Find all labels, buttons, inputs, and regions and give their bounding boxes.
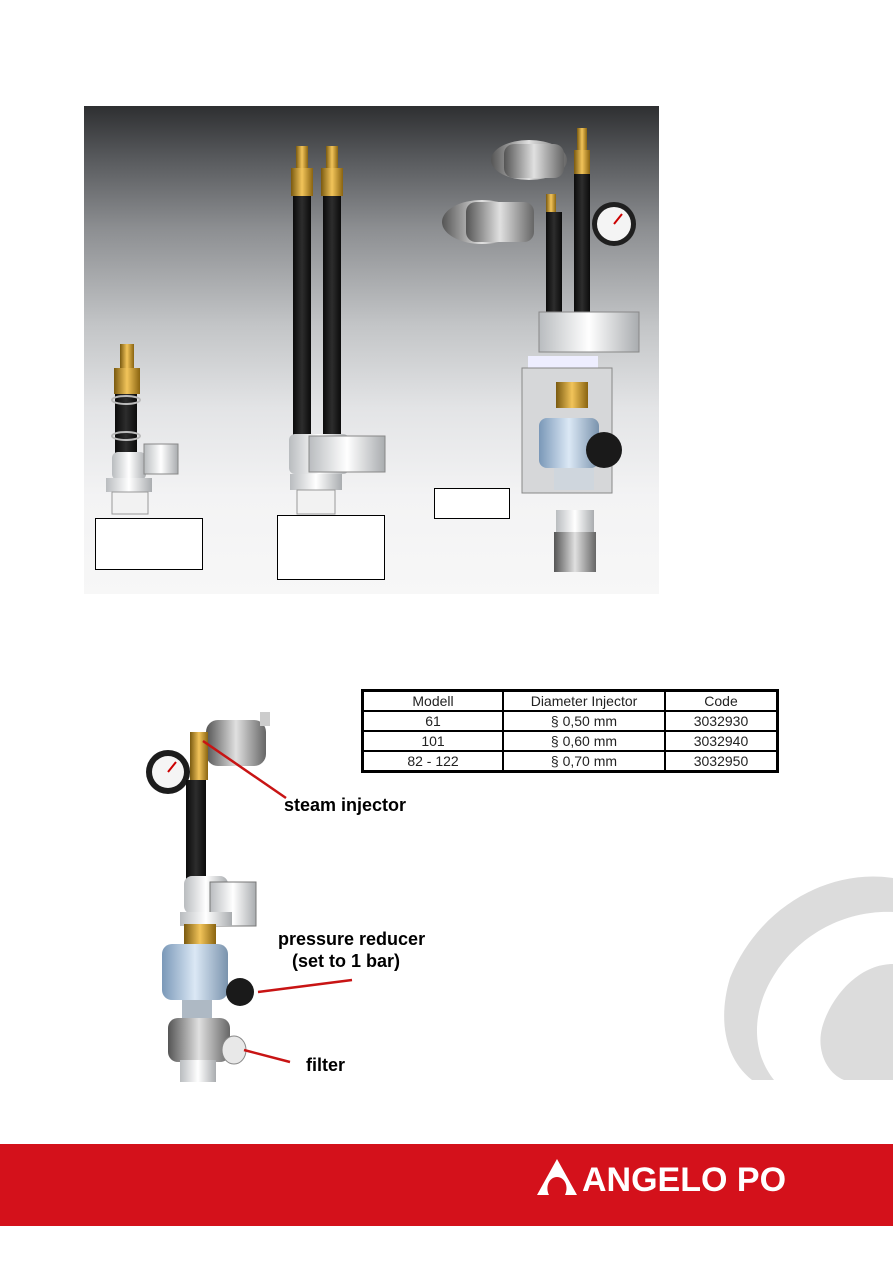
kit-label-box-3 [434,488,510,519]
brand-watermark-logo [724,876,893,1080]
steam-solenoid [206,720,266,766]
pointer-filter [243,1048,291,1064]
steam-injector-part [190,732,208,780]
pointer-steam-injector [202,739,287,800]
callout-pressure-reducer: pressure reducer [278,929,426,949]
assembly-diagram [146,712,353,1082]
table-cell: 82 - 122 [361,750,504,773]
table-cell: § 0,50 mm [502,710,666,732]
table-cell: 3032950 [664,750,779,773]
table-row: 101 § 0,60 mm 3032940 [361,730,779,752]
filter-part [168,1018,230,1062]
reducer-injector-kit [442,128,640,572]
injector-kits-render [106,128,640,572]
table-cell: § 0,60 mm [502,730,666,752]
single-injector-kit [106,344,179,515]
pressure-reducer-part [162,944,228,1000]
table-cell: § 0,70 mm [502,750,666,773]
col-header-code: Code [664,689,779,712]
kit-label-box-2 [277,515,385,580]
pointer-pressure-reducer [257,978,353,994]
callout-steam-injector: steam injector [284,795,407,815]
double-injector-kit [289,146,386,515]
col-header-diameter: Diameter Injector [502,689,666,712]
brand-name: ANGELO PO [582,1161,787,1199]
table-row: 61 § 0,50 mm 3032930 [361,710,779,732]
table-cell: 101 [361,730,504,752]
callout-filter: filter [306,1055,346,1075]
kit-label-box-1 [95,518,203,570]
footer-bar: ANGELO PO [0,1144,893,1226]
table-cell: 61 [361,710,504,732]
product-render-panel [84,106,659,594]
table-cell: 3032930 [664,710,779,732]
table-cell: 3032940 [664,730,779,752]
injector-spec-table: Modell Diameter Injector Code 61 § 0,50 … [361,689,779,773]
table-row: 82 - 122 § 0,70 mm 3032950 [361,750,779,773]
angelo-po-logo-icon [537,1159,577,1195]
hose [186,780,206,880]
callout-pressure-reducer-note: (set to 1 bar) [292,951,401,971]
